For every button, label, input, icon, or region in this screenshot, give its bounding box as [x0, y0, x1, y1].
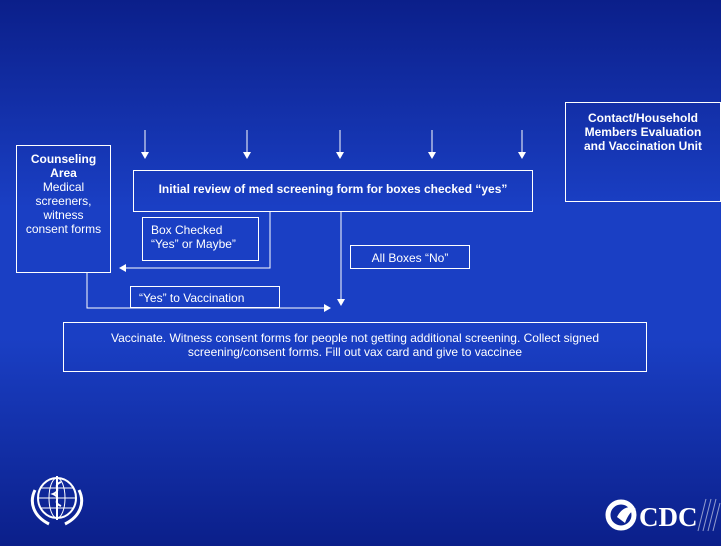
counseling-body-line1: Medical — [42, 180, 85, 194]
initial-review-box: Initial review of med screening form for… — [133, 170, 533, 212]
yes-to-vaccination-box: “Yes” to Vaccination — [130, 286, 280, 308]
box-checked-to-counseling-arrow — [119, 212, 271, 272]
counseling-to-vaccinate-arrow — [86, 273, 331, 312]
counseling-title-line1: Counseling — [30, 152, 97, 166]
counseling-body-line4: consent forms — [25, 222, 102, 236]
counseling-body-line2: screeners, — [35, 194, 92, 208]
vaccinate-line1: Vaccinate. Witness consent forms for peo… — [110, 331, 600, 345]
box-checked-line1: Box Checked — [151, 223, 223, 237]
counseling-title-line2: Area — [50, 166, 77, 180]
all-boxes-no-box: All Boxes “No” — [350, 245, 470, 269]
who-logo — [30, 476, 84, 526]
counseling-area-box: Counseling Area Medical screeners, witne… — [16, 145, 111, 273]
vaccinate-box: Vaccinate. Witness consent forms for peo… — [63, 322, 647, 372]
svg-text:CDC: CDC — [639, 502, 698, 532]
box-checked-yes-maybe-box: Box Checked “Yes” or Maybe” — [142, 217, 259, 261]
contact-line3: and Vaccination Unit — [583, 139, 703, 153]
box-checked-line2: “Yes” or Maybe” — [151, 237, 236, 251]
contact-line2: Members Evaluation — [584, 125, 702, 139]
counseling-body-line3: witness — [43, 208, 84, 222]
contact-line1: Contact/Household — [588, 111, 698, 125]
vaccinate-line2: screening/consent forms. Fill out vax ca… — [187, 345, 523, 359]
cdc-logo: CDC — [605, 498, 721, 532]
contact-household-unit-box: Contact/Household Members Evaluation and… — [565, 102, 721, 202]
